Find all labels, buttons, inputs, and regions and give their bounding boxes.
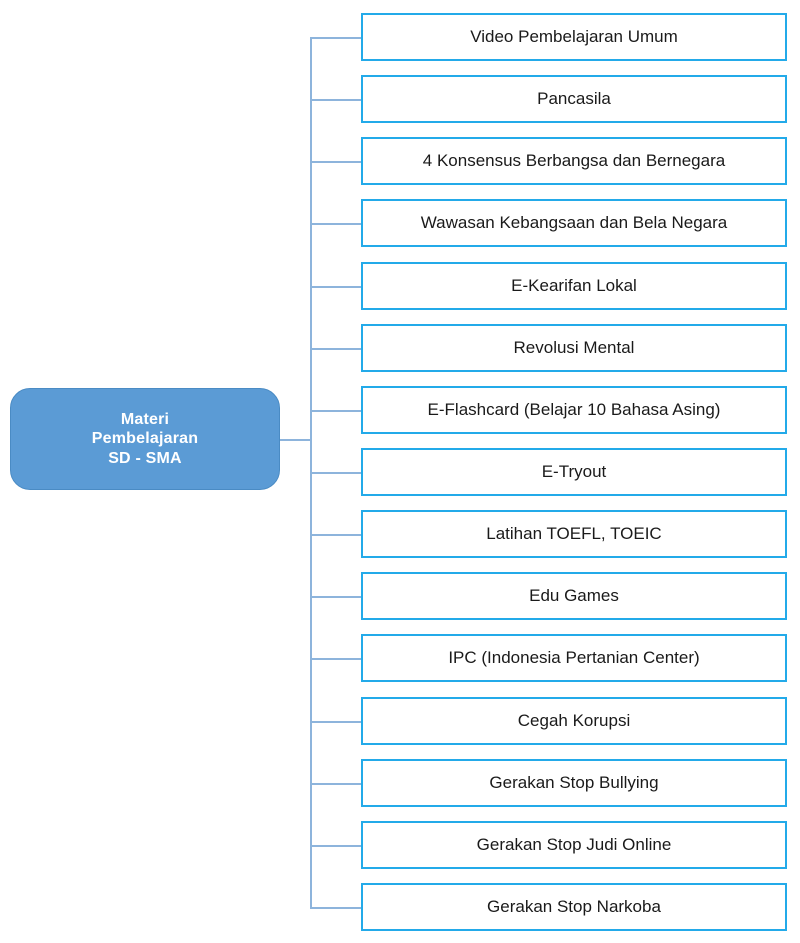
branch-connector [310,721,361,723]
child-node[interactable]: Gerakan Stop Narkoba [361,883,787,931]
child-node[interactable]: Revolusi Mental [361,323,787,372]
child-node-label: Latihan TOEFL, TOEIC [486,524,662,544]
branch-connector [310,37,361,39]
child-node-label: 4 Konsensus Berbangsa dan Bernegara [422,151,726,171]
child-node[interactable]: Gerakan Stop Judi Online [361,820,787,869]
child-node-label: Edu Games [529,586,619,606]
child-node[interactable]: E-Flashcard (Belajar 10 Bahasa Asing) [361,385,787,434]
trunk-connector-line [310,37,312,907]
branch-connector [310,845,361,847]
child-node[interactable]: Cegah Korupsi [361,696,787,745]
child-node-label: E-Flashcard (Belajar 10 Bahasa Asing) [427,399,721,419]
branch-connector [310,99,361,101]
branch-connector [310,410,361,412]
root-label-line-1: Materi [120,410,170,428]
child-node[interactable]: Video Pembelajaran Umum [361,13,787,61]
root-connector-stub [280,439,312,441]
branch-connector [310,783,361,785]
branch-connector [310,223,361,225]
child-node-label: Pancasila [537,89,611,109]
child-node-label: Gerakan Stop Judi Online [476,834,672,854]
child-node-label: E-Tryout [541,462,607,481]
child-node[interactable]: 4 Konsensus Berbangsa dan Bernegara [361,137,787,186]
branch-connector [310,286,361,288]
child-node[interactable]: Latihan TOEFL, TOEIC [361,510,787,559]
child-node-label: Video Pembelajaran Umum [470,27,678,46]
child-node[interactable]: IPC (Indonesia Pertanian Center) [361,634,787,683]
child-node-label: E-Kearifan Lokal [511,275,637,295]
root-label-line-2: Pembelajaran [91,430,199,448]
child-node-label: Revolusi Mental [513,337,635,357]
child-node[interactable]: E-Tryout [361,448,787,496]
child-node-label: Gerakan Stop Narkoba [487,897,661,916]
child-node[interactable]: E-Kearifan Lokal [361,261,787,310]
root-label-line-3: SD - SMA [108,449,182,467]
child-node-label: Wawasan Kebangsaan dan Bela Negara [420,213,728,233]
branch-connector [310,534,361,536]
branch-connector [310,161,361,163]
child-node[interactable]: Wawasan Kebangsaan dan Bela Negara [361,199,787,248]
child-node-label: Cegah Korupsi [517,710,631,730]
branch-connector [310,472,361,474]
child-node[interactable]: Pancasila [361,75,787,124]
branch-connector [310,907,361,909]
root-node[interactable]: Materi Pembelajaran SD - SMA [10,388,280,490]
branch-connector [310,658,361,660]
branch-connector [310,596,361,598]
child-node-label: Gerakan Stop Bullying [489,772,659,792]
child-node-label: IPC (Indonesia Pertanian Center) [448,648,700,668]
child-node[interactable]: Gerakan Stop Bullying [361,758,787,807]
branch-connector [310,348,361,350]
child-node[interactable]: Edu Games [361,572,787,621]
